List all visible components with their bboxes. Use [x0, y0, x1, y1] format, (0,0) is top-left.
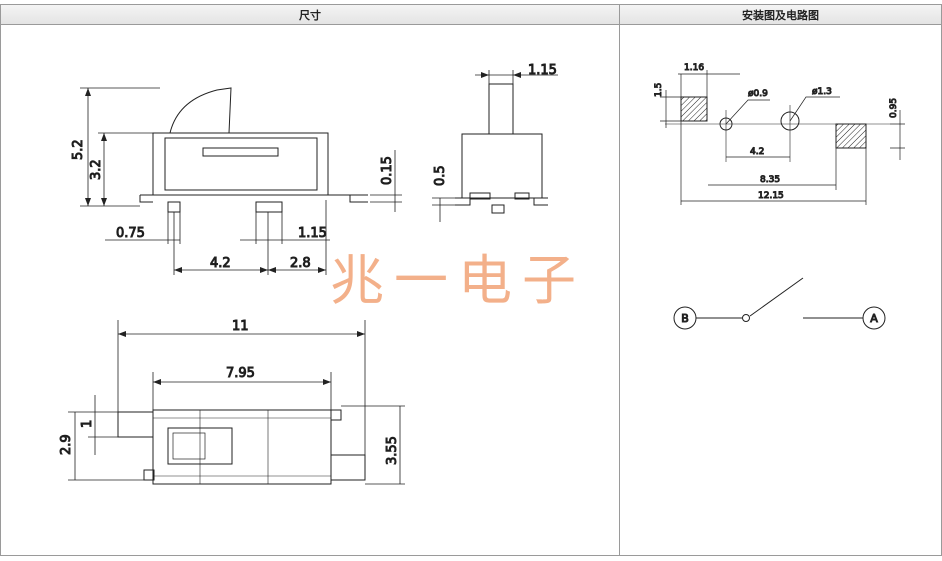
dim-width: 2.9: [59, 434, 74, 455]
dim-pin-h: 0.5: [433, 165, 448, 186]
side-pin-2: [255, 201, 283, 213]
switch-pivot: [742, 314, 750, 322]
dim-knob-w: 1.15: [528, 63, 557, 78]
fp-pad-h2: 0.95: [889, 98, 899, 118]
header-install-label: 安装图及电路图: [742, 8, 819, 22]
end-leads: [455, 197, 548, 206]
fp-hole1: ø0.9: [748, 89, 768, 99]
top-pad-l: [117, 411, 154, 438]
dim-lead-w2: 1.15: [298, 226, 327, 241]
side-leads: [139, 194, 368, 203]
top-view: [68, 320, 405, 485]
end-knob: [488, 83, 514, 135]
dim-body-w: 3.55: [385, 436, 400, 465]
fp-hole-pitch: 4.2: [750, 147, 764, 157]
header-dimensions-label: 尺寸: [299, 8, 321, 22]
top-tab-l: [143, 469, 155, 481]
pad-right: [835, 123, 867, 149]
top-slider: [167, 427, 233, 465]
top-pad-r: [330, 454, 366, 481]
header-install: 安装图及电路图: [619, 4, 942, 25]
end-pad-r: [514, 192, 530, 200]
circuit-diagram: [673, 277, 886, 330]
dim-lead-w: 0.75: [116, 226, 145, 241]
dim-h-body: 3.2: [89, 159, 104, 180]
side-actuator: [169, 87, 232, 134]
end-view: [432, 70, 558, 222]
side-view: [80, 87, 402, 275]
dim-h-total: 5.2: [71, 139, 86, 160]
pad-left: [680, 96, 708, 122]
dim-pad: 1: [80, 420, 95, 428]
watermark: 兆一电子: [330, 249, 586, 312]
fp-hole2: ø1.3: [812, 87, 832, 97]
fp-pad-pitch: 8.35: [760, 175, 780, 185]
dim-pitch2: 2.8: [290, 256, 311, 271]
side-inner: [164, 137, 318, 191]
end-pin: [491, 204, 505, 214]
footprint: [660, 70, 905, 205]
top-tab-r: [330, 409, 342, 421]
fp-total: 12.15: [758, 191, 784, 201]
dim-length: 11: [232, 319, 249, 334]
panel-install: [619, 25, 942, 556]
fp-pad-w: 1.16: [684, 63, 704, 73]
terminal-a-label: A: [870, 312, 878, 325]
fp-pad-h: 1.5: [654, 83, 664, 97]
end-body: [461, 133, 543, 199]
dim-pitch: 4.2: [210, 256, 231, 271]
side-pin-1: [167, 201, 181, 213]
dim-body-len: 7.95: [226, 366, 255, 381]
side-body: [152, 132, 329, 196]
dim-pin-off: 0.15: [380, 156, 395, 185]
end-pad-l: [469, 192, 491, 200]
terminal-b-label: B: [681, 312, 689, 325]
header-dimensions: 尺寸: [0, 4, 620, 25]
top-body: [152, 409, 332, 485]
side-slot: [202, 147, 279, 157]
